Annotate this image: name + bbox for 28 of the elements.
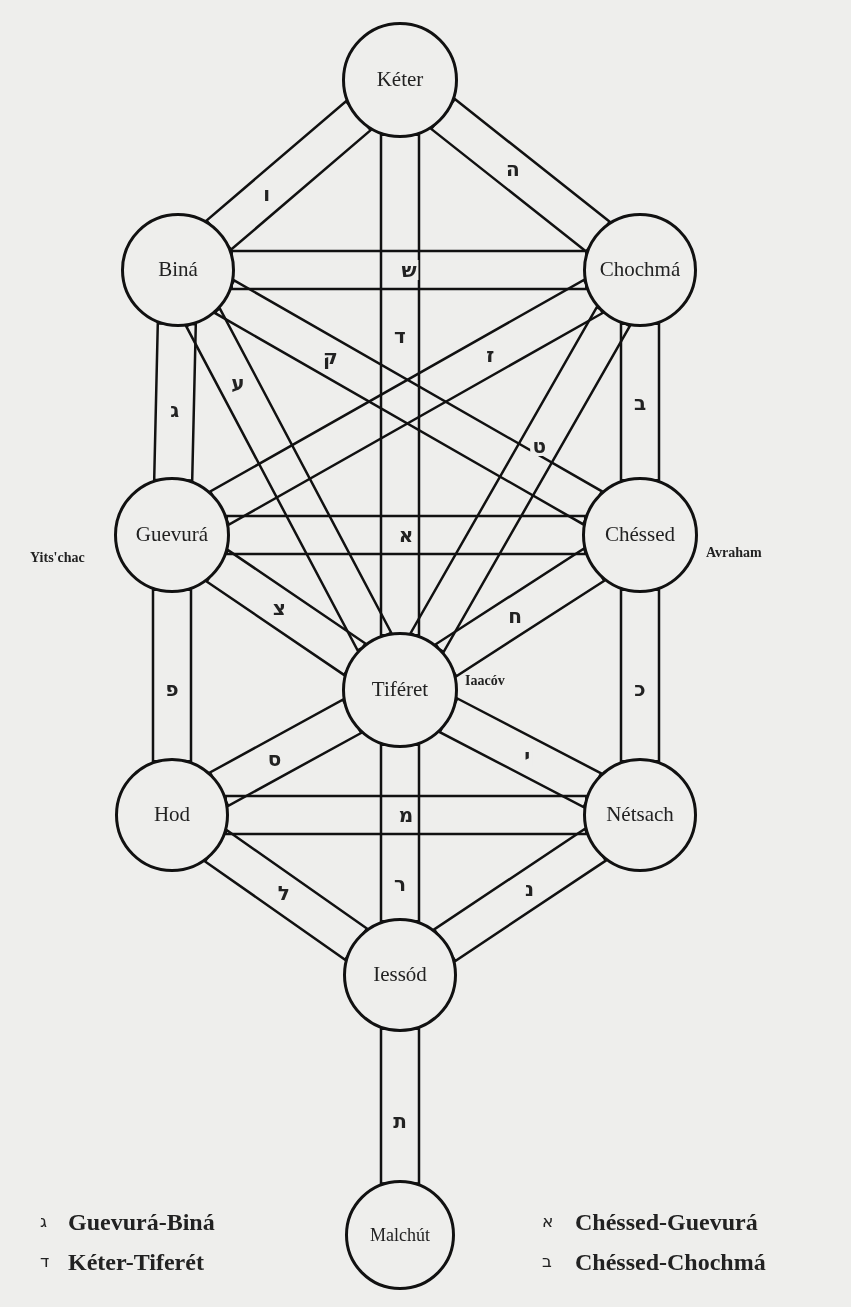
sefira-name: Chochmá	[599, 256, 681, 284]
path-caption: Kéter-Tiferét	[68, 1248, 204, 1277]
sefira-name: Kéter	[376, 66, 424, 94]
path-band	[184, 306, 393, 653]
sefira-name: Biná	[158, 256, 198, 284]
patriarch-name: Avraham	[706, 543, 762, 562]
hebrew-letter: ג	[40, 1210, 47, 1234]
hebrew-letter: ד	[40, 1250, 50, 1274]
sefira-name: Iessód	[373, 961, 427, 989]
path-caption: Guevurá-Biná	[68, 1208, 215, 1237]
path-band	[379, 133, 421, 637]
patriarch-name: Yits'chac	[30, 548, 85, 567]
path-band	[230, 249, 588, 291]
path-band	[409, 305, 632, 654]
path-band	[224, 794, 588, 836]
path-caption: Chéssed-Chochmá	[575, 1248, 766, 1277]
patriarch-name: Iaacóv	[465, 671, 505, 690]
sefira-name: Chéssed	[605, 521, 675, 549]
sefira-name: Hod	[153, 801, 191, 829]
hebrew-letter: ש	[399, 260, 419, 280]
path-band	[225, 514, 587, 556]
sefira-name: Guevurá	[135, 521, 209, 549]
hebrew-letter: א	[542, 1210, 554, 1234]
sefira-name: Tiféret	[371, 676, 429, 704]
path-caption: Chéssed-Guevurá	[575, 1208, 758, 1237]
hebrew-letter: ב	[542, 1250, 552, 1274]
sefira-name: Malchút	[370, 1223, 430, 1247]
sefira-name: Nétsach	[606, 801, 674, 829]
